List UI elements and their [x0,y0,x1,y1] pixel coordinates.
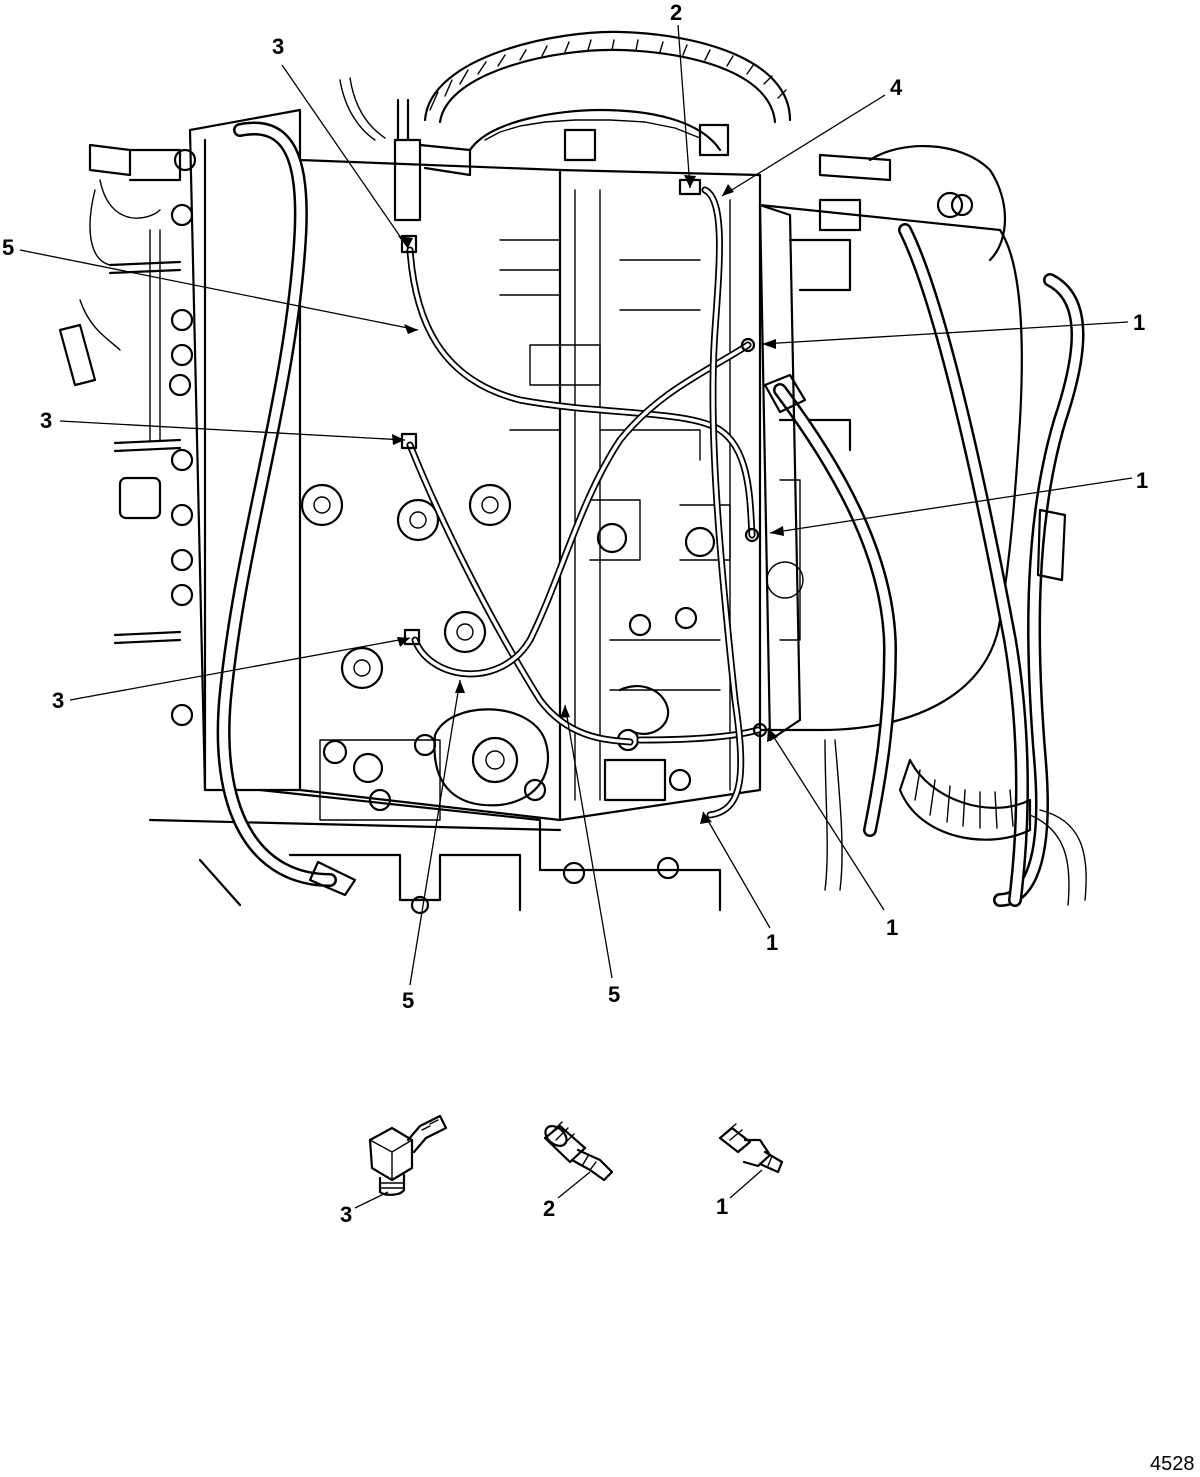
large-hoses [216,121,1087,907]
callout-5-bottom-left: 5 [402,988,414,1013]
callouts: 3 2 4 5 3 3 1 1 1 1 5 5 [2,0,1148,1013]
callout-5-bottom-right: 5 [608,982,620,1007]
sensor-assembly [758,145,1067,742]
leader-lines [19,24,1133,986]
pump-cover [319,685,692,821]
callout-3-mid: 3 [40,408,52,433]
callout-1-mid: 1 [1136,468,1148,493]
routed-hoses [400,178,768,819]
block-details [168,148,731,915]
barbed-connector-icon [543,1121,614,1182]
figure-number: 4528 [1150,1453,1195,1475]
part-callout-2: 2 [543,1196,555,1221]
callout-1-top: 1 [1133,310,1145,335]
callout-3-top: 3 [272,34,284,59]
callout-1-bottom-left: 1 [766,930,778,955]
elbow-fitting-icon [368,1114,448,1196]
callout-2-top: 2 [670,0,682,25]
spark-plugs [58,143,182,645]
top-bracket [339,77,472,222]
part-callout-3: 3 [340,1202,352,1227]
straight-fitting-icon [718,1123,784,1174]
engine-block [148,108,1023,912]
callout-1-bottom-right: 1 [886,915,898,940]
flywheel [423,30,792,162]
parts-legend: 3 2 1 [340,1114,784,1227]
part-callout-1: 1 [716,1194,728,1219]
callout-3-low: 3 [52,688,64,713]
callout-4-top: 4 [890,75,903,100]
callout-5-left: 5 [2,235,14,260]
